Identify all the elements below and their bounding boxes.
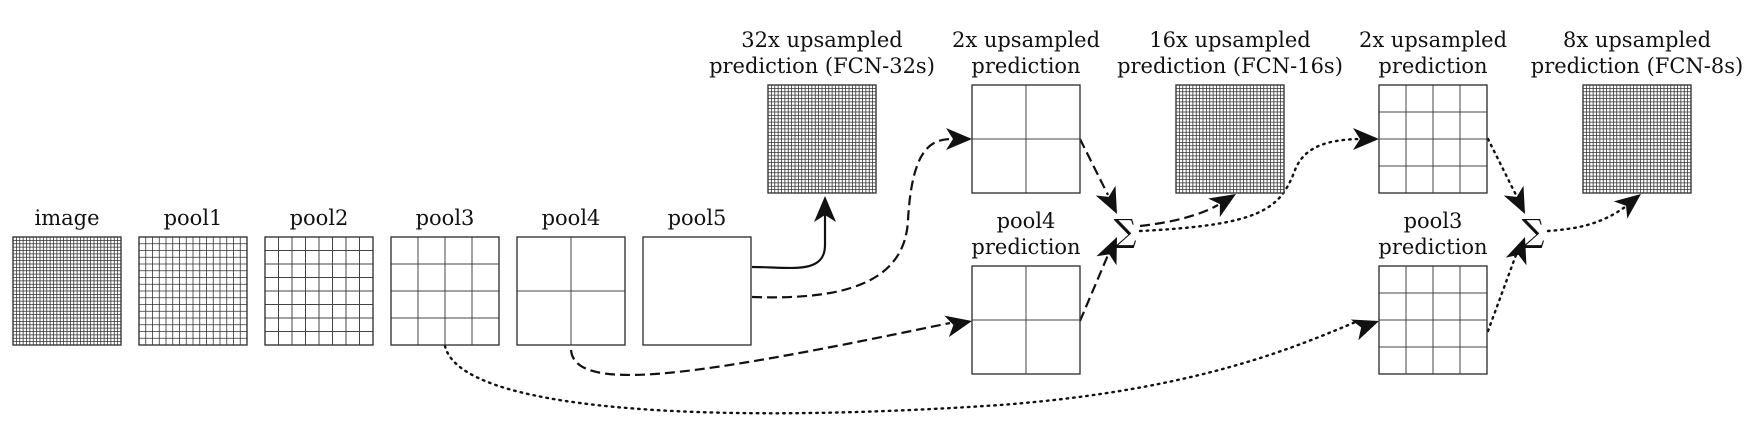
node-label: 8x upsampled (1563, 28, 1711, 52)
feature-map-border (12, 236, 122, 346)
sum-symbol: ∑ (1114, 212, 1137, 250)
arrowhead-icon (814, 196, 836, 222)
node-label: pool4 (997, 209, 1056, 233)
node-label: 32x upsampled (741, 28, 902, 52)
edge-path-dashed (1078, 254, 1110, 322)
feature-map-border (767, 84, 877, 194)
node-label: pool2 (290, 206, 349, 230)
sum-symbol: ∑ (1522, 212, 1545, 250)
node-label: pool4 (542, 206, 601, 230)
edge-pool3_pred-to-sum2 (1486, 237, 1527, 333)
node-label: pool5 (668, 206, 727, 230)
feature-map-border (1175, 84, 1285, 194)
node-label: pool1 (164, 206, 223, 230)
node-image: image (12, 206, 122, 346)
arrowhead-icon (1095, 185, 1117, 214)
edge-pool4_pred-to-sum1 (1078, 237, 1117, 322)
node-pool5: pool5 (642, 206, 752, 346)
node-label: 2x upsampled (952, 28, 1100, 52)
node-label: prediction (FCN-16s) (1117, 54, 1343, 78)
node-label: image (34, 206, 99, 230)
feature-map-border (642, 236, 752, 346)
edge-pool5-to-up2_a (751, 128, 972, 299)
edge-pool4-to-pool4_pred (569, 315, 972, 377)
node-pool2: pool2 (264, 206, 374, 346)
feature-map-border (264, 236, 374, 346)
feature-map-border (1378, 265, 1488, 375)
node-label: prediction (971, 54, 1080, 78)
arrowhead-icon (1096, 237, 1117, 266)
feature-map-frame (642, 236, 752, 346)
arrowhead-icon (1353, 128, 1379, 150)
node-label: prediction (FCN-8s) (1531, 54, 1743, 78)
edge-path-dashed (1079, 138, 1109, 196)
arrowhead-icon (1613, 194, 1641, 219)
edge-path-dotted (1486, 253, 1518, 333)
edge-path-dotted (443, 319, 1360, 415)
node-label: pool3 (416, 206, 475, 230)
nodes-layer: image pool1 pool2 pool3 pool4 pool5 32x upsamp… (12, 28, 1743, 375)
edge-path-solid (751, 215, 827, 270)
edge-path-dotted (1138, 137, 1360, 233)
feature-map-border (516, 236, 626, 346)
node-label: prediction (1378, 54, 1487, 78)
arrowhead-icon (1503, 185, 1525, 214)
edges-layer (443, 128, 1641, 415)
node-pool3: pool3 (390, 206, 500, 346)
arrowhead-icon (946, 128, 972, 150)
edge-sum1-to-fcn16s (1139, 194, 1236, 228)
edge-sum2-to-fcn8s (1546, 194, 1641, 233)
edge-pool3-to-pool3_pred (443, 319, 1379, 415)
feature-map-border (390, 236, 500, 346)
arrowhead-icon (1208, 194, 1236, 218)
edge-path-dashed (751, 137, 951, 299)
arrowhead-icon (944, 315, 972, 338)
arrowhead-icon (1505, 237, 1527, 266)
node-label: 2x upsampled (1359, 28, 1507, 52)
edge-path-dotted (1546, 205, 1627, 233)
edge-path-dashed (569, 321, 951, 377)
edge-sum1-to-up2_b (1138, 128, 1379, 233)
feature-map-border (138, 236, 248, 346)
node-pool1: pool1 (138, 206, 248, 346)
node-label: prediction (1378, 235, 1487, 259)
edge-up2_b-to-sum2 (1486, 137, 1525, 214)
feature-map-border (1378, 84, 1488, 194)
node-label: 16x upsampled (1149, 28, 1310, 52)
edge-path-dashed (1139, 204, 1219, 228)
feature-map-border (971, 84, 1081, 194)
node-pool4: pool4 (516, 206, 626, 346)
feature-map-border (971, 265, 1081, 375)
edge-path-dotted (1486, 137, 1518, 197)
edge-pool5-to-fcn32s (751, 196, 836, 270)
node-label: prediction (971, 235, 1080, 259)
edge-up2_a-to-sum1 (1079, 138, 1117, 214)
arrowhead-icon (1350, 319, 1379, 341)
feature-map-border (1582, 84, 1692, 194)
node-label: prediction (FCN-32s) (709, 54, 935, 78)
node-label: pool3 (1404, 209, 1463, 233)
